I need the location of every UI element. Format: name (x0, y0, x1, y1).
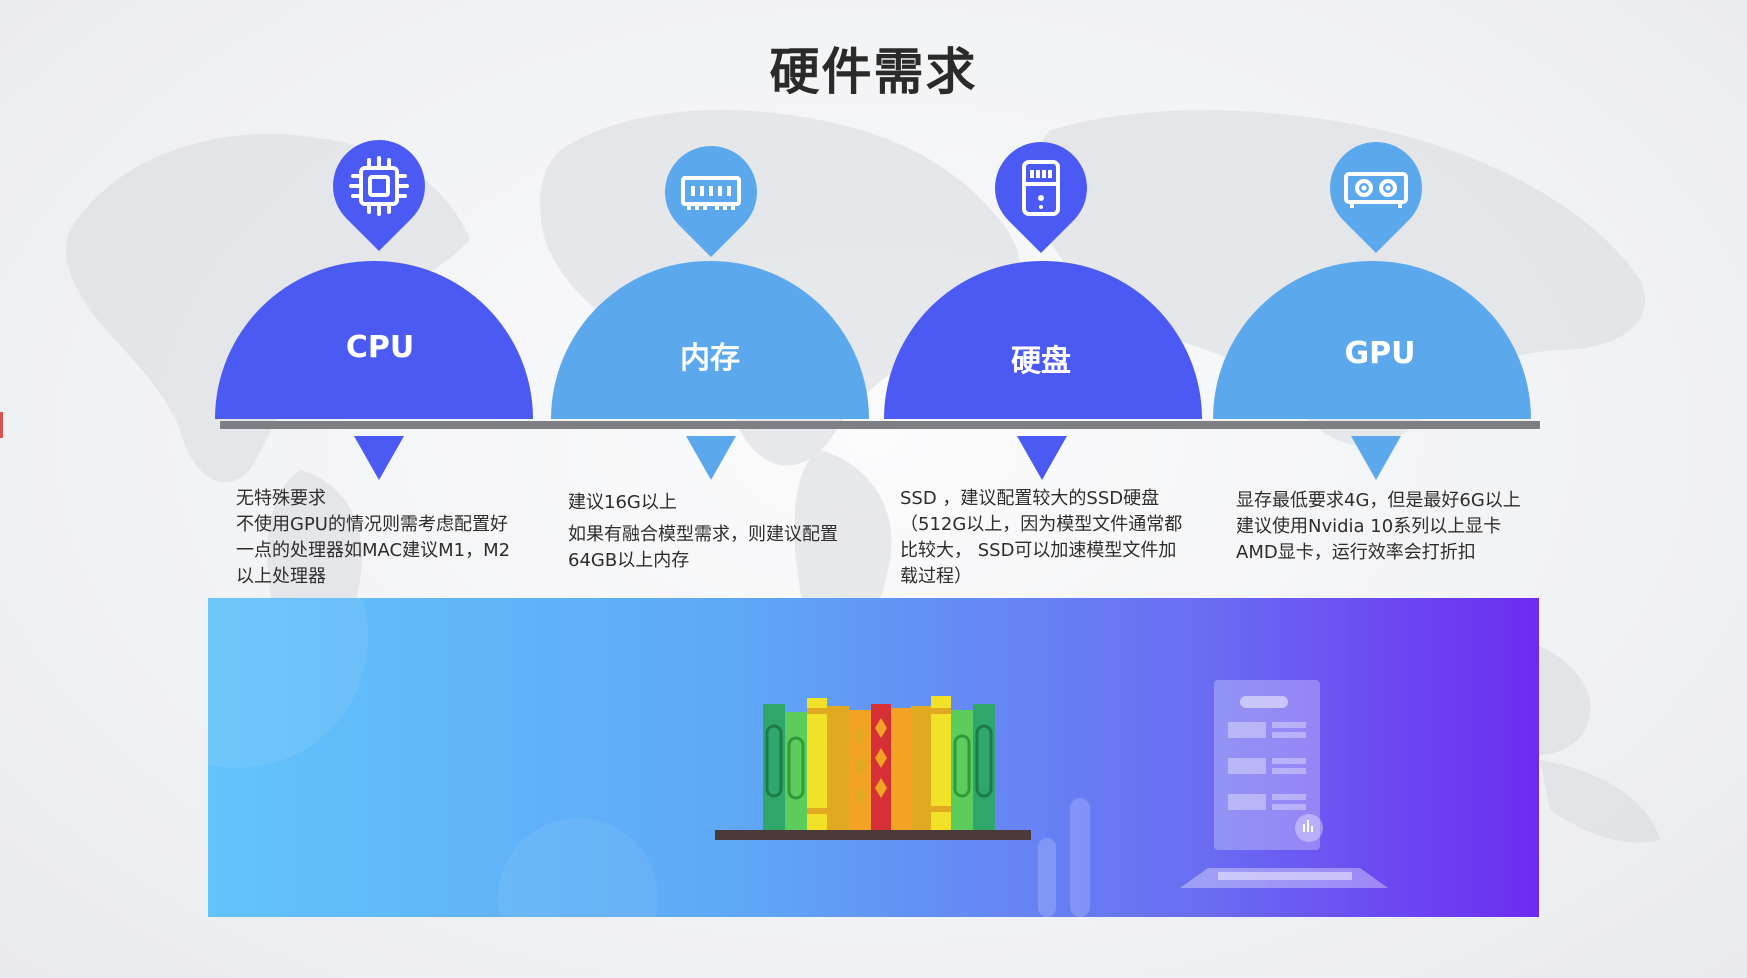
memory-pointer-triangle (686, 436, 736, 480)
graphics-card-icon (1344, 172, 1408, 208)
timeline-bar (220, 421, 1540, 429)
bookshelf-illustration (208, 598, 1388, 917)
cpu-desc-line: 无特殊要求 (236, 488, 326, 509)
left-edge-marker (0, 412, 3, 438)
gpu-pointer-triangle (1351, 436, 1401, 480)
ssd-drive-icon (1022, 160, 1060, 216)
disk-label: 硬盘 (1011, 344, 1071, 379)
memory-desc-line: 64GB以上内存 (568, 550, 690, 571)
slide-title: 硬件需求 (769, 43, 978, 101)
cpu-desc-line: 以上处理器 (236, 566, 326, 587)
cpu-pointer-triangle (354, 436, 404, 480)
gpu-desc-line: 显存最低要求4G，但是最好6G以上 (1236, 490, 1521, 511)
gpu-description: 显存最低要求4G，但是最好6G以上 建议使用Nvidia 10系列以上显卡 AM… (1236, 488, 1536, 566)
cpu-chip-icon (349, 156, 409, 216)
disk-desc-line: 载过程） (900, 566, 972, 587)
cpu-desc-line: 一点的处理器如MAC建议M1，M2 (236, 540, 511, 561)
gpu-desc-line: 建议使用Nvidia 10系列以上显卡 (1236, 516, 1502, 537)
memory-label: 内存 (680, 341, 740, 376)
disk-desc-line: 比较大， SSD可以加速模型文件加 (900, 540, 1177, 561)
memory-description: 建议16G以上 如果有融合模型需求，则建议配置 64GB以上内存 (568, 490, 863, 574)
gpu-desc-line: AMD显卡，运行效率会打折扣 (1236, 542, 1476, 563)
memory-desc-line: 如果有融合模型需求，则建议配置 (568, 524, 838, 545)
memory-ram-icon (681, 176, 741, 210)
gpu-label: GPU (1344, 336, 1416, 371)
bookshelf-illustration-banner (208, 598, 1539, 917)
cpu-description: 无特殊要求 不使用GPU的情况则需考虑配置好 一点的处理器如MAC建议M1，M2… (236, 486, 526, 590)
cpu-desc-line: 不使用GPU的情况则需考虑配置好 (236, 514, 508, 535)
memory-desc-line: 建议16G以上 (568, 492, 677, 513)
disk-desc-line: （512G以上，因为模型文件通常都 (900, 514, 1183, 535)
cpu-label: CPU (345, 330, 415, 365)
disk-description: SSD ，建议配置较大的SSD硬盘 （512G以上，因为模型文件通常都 比较大，… (900, 486, 1200, 590)
disk-pointer-triangle (1017, 436, 1067, 480)
disk-desc-line: SSD ，建议配置较大的SSD硬盘 (900, 488, 1160, 509)
